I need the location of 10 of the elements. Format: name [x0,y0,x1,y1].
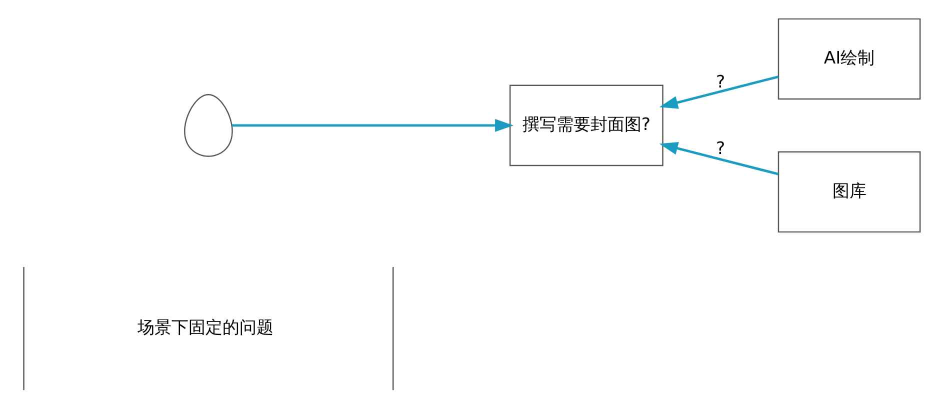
edge-label: ? [716,72,725,93]
arrow [232,118,514,132]
node-box: 图库 [777,151,920,233]
arrow [658,142,778,176]
label: 场景下固定的问题 [137,318,274,338]
node-person [184,94,232,157]
edge-label: ? [716,139,725,159]
node-box: 撰写需要封面图? [508,84,663,166]
node-box: AI绘制 [777,18,920,100]
arrow [658,76,778,109]
